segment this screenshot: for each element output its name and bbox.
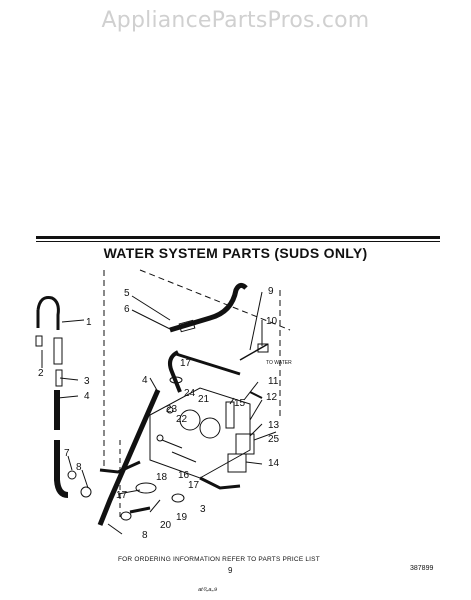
hose-long-diagonal [97,389,161,526]
document-code: 387899 [410,565,434,572]
outlet-tube-18 [99,460,141,474]
leader-3-left [59,377,79,381]
valve-body-ribs [161,439,197,463]
leader-25 [253,431,277,441]
hose-elbow-top [36,296,60,330]
clamp-17-top [169,376,183,384]
callout-18: 18 [156,472,168,483]
callout-17-lower: 17 [116,490,128,501]
clamp-8-lower [120,511,132,521]
callout-10: 10 [266,316,278,327]
clamp-19 [135,482,157,494]
callout-25: 25 [268,434,280,445]
leader-13 [249,423,263,437]
clamp-8-left [80,486,92,498]
hose-coupling-2 [35,335,43,347]
callout-11: 11 [268,376,279,387]
handwritten-mark: ᵃᵗ⁰-ᵃ-⁹ [198,586,218,595]
clamp-17-lower [171,493,185,503]
leader-9 [249,291,263,351]
callout-22: 22 [176,414,188,425]
callout-8-lower: 8 [142,530,148,541]
leader-11 [243,381,259,401]
page-number: 9 [228,566,233,575]
callout-17-top: 17 [180,358,192,369]
tube-to-valve [175,352,241,376]
hose-coupling-6 [178,319,196,333]
callout-17-mid: 17 [188,480,200,491]
callout-4-center: 4 [142,375,148,386]
valve-13 [235,433,255,455]
valve-14 [227,453,247,473]
callout-3: 3 [84,376,90,387]
clamp-7 [67,470,77,480]
fitting-22 [156,434,164,442]
elbow-tube-17 [168,350,182,393]
leader-8-lower [107,523,123,535]
leader-7 [67,455,73,471]
hose-lower [54,440,69,498]
callout-13: 13 [268,420,280,431]
outlet-tube-right [199,476,241,490]
ordering-info-note: FOR ORDERING INFORMATION REFER TO PARTS … [118,556,320,563]
to-water-label: TO WATER [266,360,292,366]
watermark: AppliancePartsPros.com [101,8,370,33]
callout-19: 19 [176,512,188,523]
dashed-boundary-top [139,269,291,331]
leader-4-left [57,395,79,399]
hose-section-1 [53,337,63,365]
leader-6 [131,309,173,331]
callout-5: 5 [124,288,130,299]
callout-9: 9 [268,286,274,297]
tube-20 [129,506,151,514]
callout-3-lower: 3 [200,504,206,515]
valve-body [149,387,251,479]
callout-4: 4 [84,391,90,402]
callout-8: 8 [76,462,82,473]
leader-1 [61,319,85,323]
valve-port-right [199,417,221,439]
tube-15 [225,401,235,429]
callout-1: 1 [86,317,92,328]
callout-12: 12 [266,392,278,403]
callout-15: 15 [234,398,246,409]
page-title: WATER SYSTEM PARTS (SUDS ONLY) [103,245,368,261]
hose-top-5 [169,282,248,333]
callout-24: 24 [184,388,196,399]
fill-tube-9 [239,343,269,361]
leader-4-center [149,377,159,393]
callout-20: 20 [160,520,172,531]
callout-14: 14 [268,458,280,469]
callout-23: 23 [166,404,178,415]
callout-7: 7 [64,448,70,459]
leader-15 [229,397,235,405]
leader-17-lower [117,489,141,495]
leader-14 [245,461,263,465]
callout-2: 2 [38,368,44,379]
leader-5 [131,295,171,321]
title-rule-thick [36,236,440,239]
fitting-12 [249,391,263,399]
callout-16: 16 [178,470,190,481]
leader-12 [249,399,263,421]
fitting-23 [166,406,174,414]
callout-21: 21 [198,394,210,405]
valve-connector-10 [257,343,269,353]
title-rule-thin [36,241,440,242]
callout-6: 6 [124,304,130,315]
leader-8-left [81,469,89,489]
valve-port-left [179,409,201,431]
leader-20 [149,499,161,513]
